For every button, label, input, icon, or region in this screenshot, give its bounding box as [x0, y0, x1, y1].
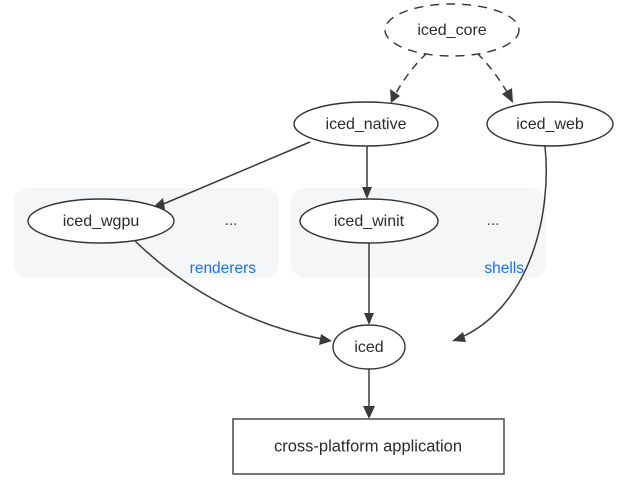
edge-native-to-winit [362, 146, 372, 199]
edge-iced-to-application [363, 369, 375, 419]
edge-native-to-winit-arrowhead [362, 187, 372, 199]
edge-wgpu-to-iced-arrowhead [319, 334, 332, 345]
node-iced-web-label: iced_web [516, 116, 584, 133]
edge-winit-to-iced-arrowhead [364, 313, 374, 325]
node-iced-core-shape[interactable] [384, 3, 520, 57]
renderers-more-ellipsis: ... [225, 212, 238, 229]
edge-core-to-native-arrowhead [390, 89, 400, 103]
edge-wgpu-to-iced-line [132, 238, 323, 340]
edge-core-to-web-line [476, 52, 508, 93]
node-iced-core-label: iced_core [417, 22, 486, 39]
edge-core-to-web [476, 52, 513, 103]
cluster-renderers-label: renderers [190, 260, 257, 277]
shells-more-ellipsis: ... [487, 212, 500, 229]
edge-wgpu-to-iced [132, 238, 332, 345]
edge-web-to-iced-arrowhead [452, 332, 466, 342]
node-iced-winit-label: iced_winit [334, 213, 405, 230]
node-iced-web[interactable]: iced_web [486, 101, 614, 147]
node-iced-native[interactable]: iced_native [293, 101, 439, 147]
node-iced-core[interactable]: iced_core [384, 3, 520, 57]
node-iced[interactable]: iced [332, 324, 406, 370]
node-iced-web-shape[interactable] [486, 101, 614, 147]
edge-core-to-native [390, 52, 428, 103]
node-iced-wgpu-label: iced_wgpu [63, 213, 140, 230]
edge-iced-to-application-arrowhead [363, 406, 375, 419]
node-iced-shape[interactable] [332, 324, 406, 370]
cluster-shells-label: shells [484, 260, 524, 277]
node-application-label: cross-platform application [274, 437, 462, 455]
edge-web-to-iced [452, 145, 547, 342]
edge-web-to-iced-line [461, 145, 547, 338]
node-application[interactable]: cross-platform application [232, 418, 505, 475]
node-iced-label: iced [354, 339, 383, 356]
edge-native-to-wgpu-line [160, 141, 311, 206]
node-application-shape[interactable] [232, 418, 505, 475]
edge-core-to-native-line [395, 52, 428, 94]
edge-core-to-web-arrowhead [502, 88, 513, 103]
edge-winit-to-iced [364, 243, 374, 325]
node-iced-wgpu-shape[interactable] [27, 198, 175, 244]
node-iced-winit[interactable]: iced_winit [299, 198, 439, 244]
node-iced-winit-shape[interactable] [299, 198, 439, 244]
node-iced-wgpu[interactable]: iced_wgpu [27, 198, 175, 244]
node-iced-native-label: iced_native [326, 116, 407, 133]
node-iced-native-shape[interactable] [293, 101, 439, 147]
